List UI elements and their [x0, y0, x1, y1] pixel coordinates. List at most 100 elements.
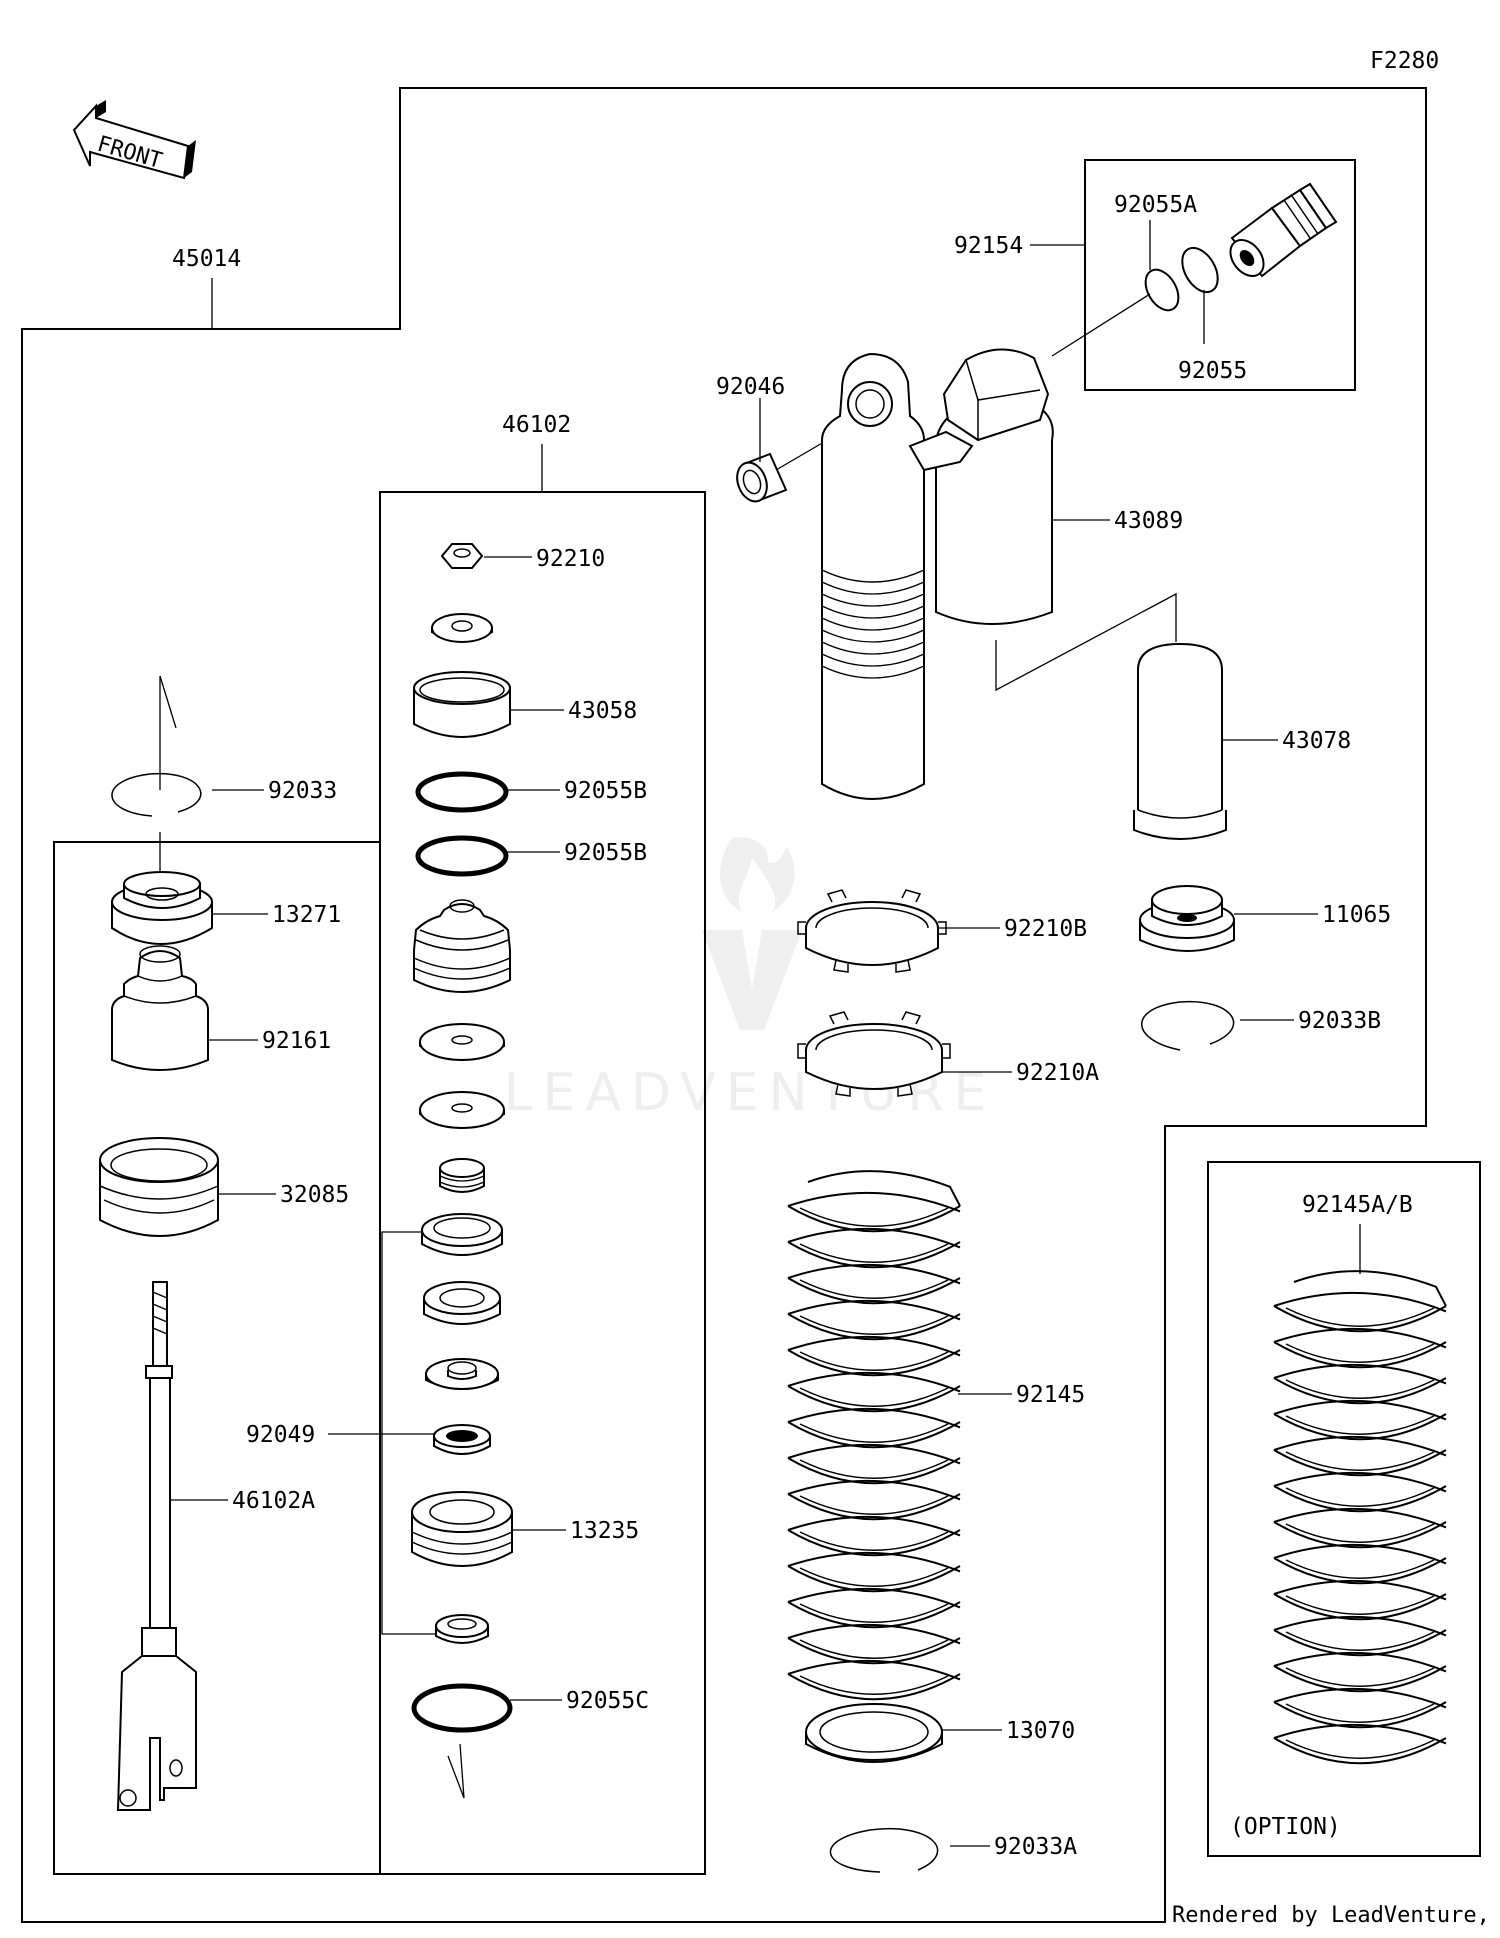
spring-coil-inner: [799, 1495, 949, 1515]
spring-coil-back: [1273, 1651, 1447, 1673]
spring-coil-back: [1273, 1291, 1447, 1313]
spring-coil-back: [1273, 1507, 1447, 1529]
bracket-92049: [381, 1231, 436, 1635]
label-45014: 45014: [172, 246, 241, 272]
spring-coil: [787, 1529, 961, 1557]
spring-coil: [787, 1277, 961, 1305]
part-92210A-lock-nut: [797, 1011, 951, 1097]
damper-body: [821, 352, 974, 800]
label-92055A: 92055A: [1114, 192, 1197, 218]
part-13235-bushing: [411, 1491, 513, 1567]
part-13070-spacer: [805, 1703, 943, 1763]
part-92055C-o-ring: [411, 1683, 513, 1733]
spring-coil-back: [1273, 1723, 1447, 1745]
spring-coil: [787, 1637, 961, 1665]
part-92154-valve: [1229, 182, 1338, 278]
piston: [413, 899, 511, 993]
spring-coil: [787, 1421, 961, 1449]
leader-lines: [170, 220, 1361, 1847]
part-13271-cap: [111, 871, 213, 945]
small-seal: [435, 1614, 489, 1644]
spring-coil-back: [787, 1371, 961, 1393]
spring-coil-inner: [1285, 1631, 1435, 1651]
part-43089-reservoir: [935, 348, 1054, 625]
spring-coil: [1273, 1305, 1447, 1333]
spring-coil-inner: [1285, 1379, 1435, 1399]
spring-coil: [1273, 1557, 1447, 1585]
part-92210-nut: [440, 543, 484, 569]
assembly-boundary: [21, 87, 1427, 1923]
spring-coil: [787, 1385, 961, 1413]
label-92055C: 92055C: [566, 1688, 649, 1714]
spring-coil-back: [787, 1623, 961, 1645]
spring-coil-back: [787, 1659, 961, 1681]
spring-coil-inner: [1285, 1307, 1435, 1327]
spring-coil: [1273, 1701, 1447, 1729]
part-43078-cap: [1133, 642, 1227, 840]
shim-stack: [419, 1023, 505, 1193]
label-13235: 13235: [570, 1518, 639, 1544]
assembly-direction-line: [459, 1743, 465, 1799]
spring-coil-back: [1273, 1363, 1447, 1385]
spring-coil-back: [1273, 1579, 1447, 1601]
part-32085-cover: [99, 1137, 219, 1237]
spring-coil-back: [787, 1515, 961, 1537]
spring-top-end: [1293, 1270, 1447, 1307]
spring-coil-back: [1273, 1327, 1447, 1349]
spring-coil-back: [1273, 1543, 1447, 1565]
part-92055A-o-ring: [1144, 268, 1180, 312]
spring-coil-inner: [799, 1567, 949, 1587]
part-11065-cap: [1139, 885, 1235, 952]
spring-coil-inner: [1285, 1343, 1435, 1363]
spring-coil: [787, 1601, 961, 1629]
label-92154: 92154: [954, 233, 1023, 259]
spring-coil-inner: [799, 1279, 949, 1299]
spring-coil-inner: [799, 1207, 949, 1227]
label-92145AB: 92145A/B: [1302, 1192, 1413, 1218]
label-92210B: 92210B: [1004, 916, 1087, 942]
spring-coil-back: [1273, 1615, 1447, 1637]
spring-coil-back: [1273, 1399, 1447, 1421]
front-arrow: FRONT: [72, 100, 196, 180]
figure-code: F2280: [1370, 48, 1439, 74]
seal-stack: [421, 1213, 503, 1390]
spring-coil: [1273, 1485, 1447, 1513]
part-labels: 45014 46102 92210 43058 92055B 92055B 92…: [172, 192, 1413, 1860]
label-92046: 92046: [716, 374, 785, 400]
label-46102A: 46102A: [232, 1488, 315, 1514]
part-92055B-o-ring-1: [415, 771, 509, 813]
label-92033: 92033: [268, 778, 337, 804]
part-92049-seal: [433, 1424, 491, 1455]
spring-coil-inner: [799, 1315, 949, 1335]
spring-coil: [1273, 1449, 1447, 1477]
spring-coil-inner: [1285, 1703, 1435, 1723]
spring-coil: [787, 1493, 961, 1521]
spring-coil: [787, 1313, 961, 1341]
label-92161: 92161: [262, 1028, 331, 1054]
label-92055: 92055: [1178, 358, 1247, 384]
part-92033-snap-ring: [111, 675, 202, 900]
spring-coil: [1273, 1593, 1447, 1621]
spring-coil-inner: [1285, 1451, 1435, 1471]
label-32085: 32085: [280, 1182, 349, 1208]
part-92210B-lock-nut: [797, 889, 947, 973]
part-46102A-piston-rod: [116, 1281, 197, 1811]
spring-coil: [787, 1565, 961, 1593]
spring-coil-back: [787, 1263, 961, 1285]
spring-coil-back: [1273, 1471, 1447, 1493]
spring-coil: [1273, 1737, 1447, 1765]
footer-credit: Rendered by LeadVenture, Inc.: [1172, 1903, 1500, 1928]
spring-coil-inner: [799, 1603, 949, 1623]
spring-coil-back: [787, 1587, 961, 1609]
spring-coil: [787, 1205, 961, 1233]
label-46102: 46102: [502, 412, 571, 438]
sub-assembly-46102-connector: [53, 841, 380, 1875]
spring-coil-inner: [1285, 1739, 1435, 1759]
label-92210: 92210: [536, 546, 605, 572]
spring-coil-back: [787, 1551, 961, 1573]
spring-coil-back: [787, 1479, 961, 1501]
spring-coil: [787, 1349, 961, 1377]
spring-coil-inner: [1285, 1415, 1435, 1435]
label-13070: 13070: [1006, 1718, 1075, 1744]
